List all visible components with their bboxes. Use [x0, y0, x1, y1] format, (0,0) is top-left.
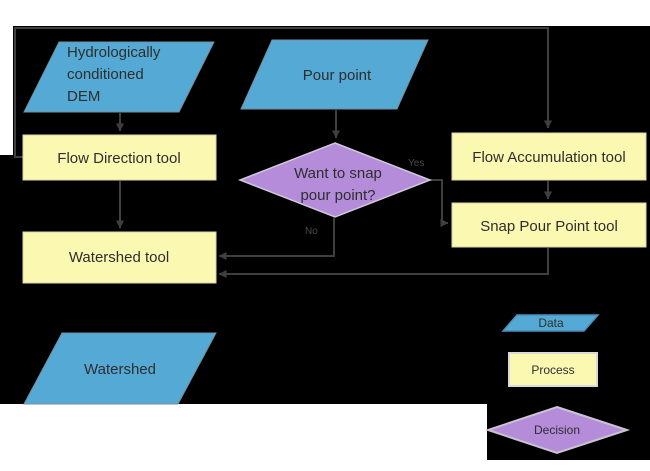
- node-pour-point-parallelogram: [240, 39, 429, 110]
- edge-decision-no-to-watershed-tool: [218, 218, 335, 260]
- node-flow-direction-rect: [22, 134, 217, 181]
- edge-snap-pour-point-to-watershed-tool: [218, 248, 549, 278]
- node-flow-direction-label: Flow Direction tool: [57, 150, 180, 167]
- node-dem-label-line3: DEM: [67, 88, 100, 105]
- edge-decision-yes-to-snap-pour-point: [430, 179, 449, 227]
- node-dem-label-line2: conditioned: [67, 66, 144, 83]
- edge-label-no: No: [305, 226, 318, 237]
- node-watershed-output-label: Watershed: [84, 361, 156, 378]
- node-dem-label-line1: Hydrologically: [67, 44, 161, 61]
- node-flow-accumulation-rect: [451, 132, 647, 181]
- node-flow-accumulation-label: Flow Accumulation tool: [472, 149, 625, 166]
- legend-process-rect: [508, 352, 598, 387]
- node-pour-point-label: Pour point: [303, 67, 372, 84]
- node-decision-label-line1: Want to snap: [294, 165, 382, 182]
- legend-data-label: Data: [538, 316, 564, 330]
- node-watershed-output-parallelogram: [23, 332, 217, 405]
- edge-flow-direction-to-flow-accumulation: [14, 27, 552, 158]
- node-watershed-tool-rect: [22, 231, 217, 284]
- node-decision-diamond: [237, 142, 433, 218]
- legend-decision-label: Decision: [534, 423, 580, 437]
- node-dem-parallelogram: [23, 41, 215, 113]
- node-watershed-tool-label: Watershed tool: [69, 249, 169, 266]
- legend-process-label: Process: [531, 363, 574, 377]
- edge-label-yes: Yes: [408, 158, 424, 169]
- node-decision-label-line2: pour point?: [300, 187, 375, 204]
- node-snap-pour-point-rect: [451, 202, 647, 248]
- legend-data-parallelogram: [501, 314, 600, 332]
- legend-decision-diamond: [484, 405, 631, 455]
- node-snap-pour-point-label: Snap Pour Point tool: [480, 218, 618, 235]
